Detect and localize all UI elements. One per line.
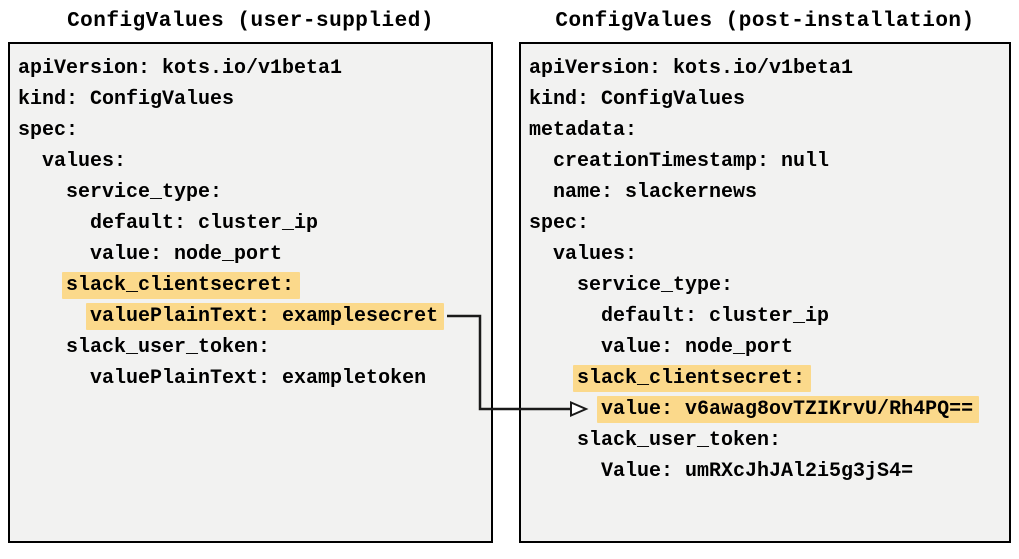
code-line: valuePlainText: examplesecret	[18, 301, 483, 332]
indent	[529, 429, 577, 452]
code-text: slack_user_token:	[577, 429, 782, 452]
code-text: valuePlainText: exampletoken	[90, 367, 427, 390]
code-text: service_type:	[66, 181, 223, 204]
indent	[18, 367, 90, 390]
code-line: spec:	[529, 208, 1001, 239]
indent	[18, 150, 42, 173]
indent	[529, 150, 553, 173]
code-line: valuePlainText: exampletoken	[18, 363, 483, 394]
comparison-diagram: ConfigValues (user-supplied) apiVersion:…	[8, 0, 1011, 543]
code-line: slack_user_token:	[18, 332, 483, 363]
code-text: creationTimestamp: null	[553, 150, 830, 173]
code-line: default: cluster_ip	[18, 208, 483, 239]
code-text: apiVersion: kots.io/v1beta1	[529, 57, 854, 80]
code-line: value: v6awag8ovTZIKrvU/Rh4PQ==	[529, 394, 1001, 425]
code-text: values:	[553, 243, 638, 266]
code-text: kind: ConfigValues	[529, 88, 746, 111]
post-installation-panel: apiVersion: kots.io/v1beta1 kind: ConfigV…	[519, 42, 1011, 543]
code-text: metadata:	[529, 119, 638, 142]
highlighted-code-text: value: v6awag8ovTZIKrvU/Rh4PQ==	[597, 396, 980, 423]
code-line: metadata:	[529, 115, 1001, 146]
indent	[18, 274, 66, 297]
code-text: value: node_port	[90, 243, 283, 266]
indent	[529, 274, 577, 297]
code-text: name: slackernews	[553, 181, 758, 204]
code-text: value: node_port	[601, 336, 794, 359]
indent	[18, 243, 90, 266]
code-line: name: slackernews	[529, 177, 1001, 208]
user-supplied-panel: apiVersion: kots.io/v1beta1 kind: ConfigV…	[8, 42, 493, 543]
code-line: values:	[18, 146, 483, 177]
code-line: apiVersion: kots.io/v1beta1	[18, 53, 483, 84]
code-line: service_type:	[529, 270, 1001, 301]
code-text: default: cluster_ip	[601, 305, 830, 328]
indent	[529, 398, 601, 421]
code-line: slack_clientsecret:	[529, 363, 1001, 394]
indent	[529, 367, 577, 390]
user-supplied-title: ConfigValues (user-supplied)	[67, 9, 434, 33]
code-line: apiVersion: kots.io/v1beta1	[529, 53, 1001, 84]
code-line: service_type:	[18, 177, 483, 208]
code-text: service_type:	[577, 274, 734, 297]
indent	[529, 181, 553, 204]
code-text: slack_user_token:	[66, 336, 271, 359]
indent	[529, 336, 601, 359]
code-text: Value: umRXcJhJAl2i5g3jS4=	[601, 460, 914, 483]
code-text: values:	[42, 150, 127, 173]
post-installation-column: ConfigValues (post-installation) apiVers…	[519, 0, 1011, 543]
indent	[18, 305, 90, 328]
highlighted-code-text: slack_clientsecret:	[573, 365, 812, 392]
code-line: value: node_port	[18, 239, 483, 270]
code-line: slack_clientsecret:	[18, 270, 483, 301]
indent	[18, 181, 66, 204]
indent	[529, 305, 601, 328]
post-installation-title: ConfigValues (post-installation)	[555, 9, 975, 33]
code-line: value: node_port	[529, 332, 1001, 363]
code-text: spec:	[18, 119, 79, 142]
code-text: spec:	[529, 212, 590, 235]
code-line: default: cluster_ip	[529, 301, 1001, 332]
user-supplied-column: ConfigValues (user-supplied) apiVersion:…	[8, 0, 493, 543]
code-line: slack_user_token:	[529, 425, 1001, 456]
code-line: values:	[529, 239, 1001, 270]
code-line: spec:	[18, 115, 483, 146]
code-text: apiVersion: kots.io/v1beta1	[18, 57, 343, 80]
code-line: Value: umRXcJhJAl2i5g3jS4=	[529, 456, 1001, 487]
code-line: kind: ConfigValues	[18, 84, 483, 115]
code-line: creationTimestamp: null	[529, 146, 1001, 177]
code-text: default: cluster_ip	[90, 212, 319, 235]
highlighted-code-text: valuePlainText: examplesecret	[86, 303, 445, 330]
indent	[18, 212, 90, 235]
highlighted-code-text: slack_clientsecret:	[62, 272, 301, 299]
code-text: kind: ConfigValues	[18, 88, 235, 111]
indent	[529, 243, 553, 266]
code-line: kind: ConfigValues	[529, 84, 1001, 115]
indent	[18, 336, 66, 359]
indent	[529, 460, 601, 483]
